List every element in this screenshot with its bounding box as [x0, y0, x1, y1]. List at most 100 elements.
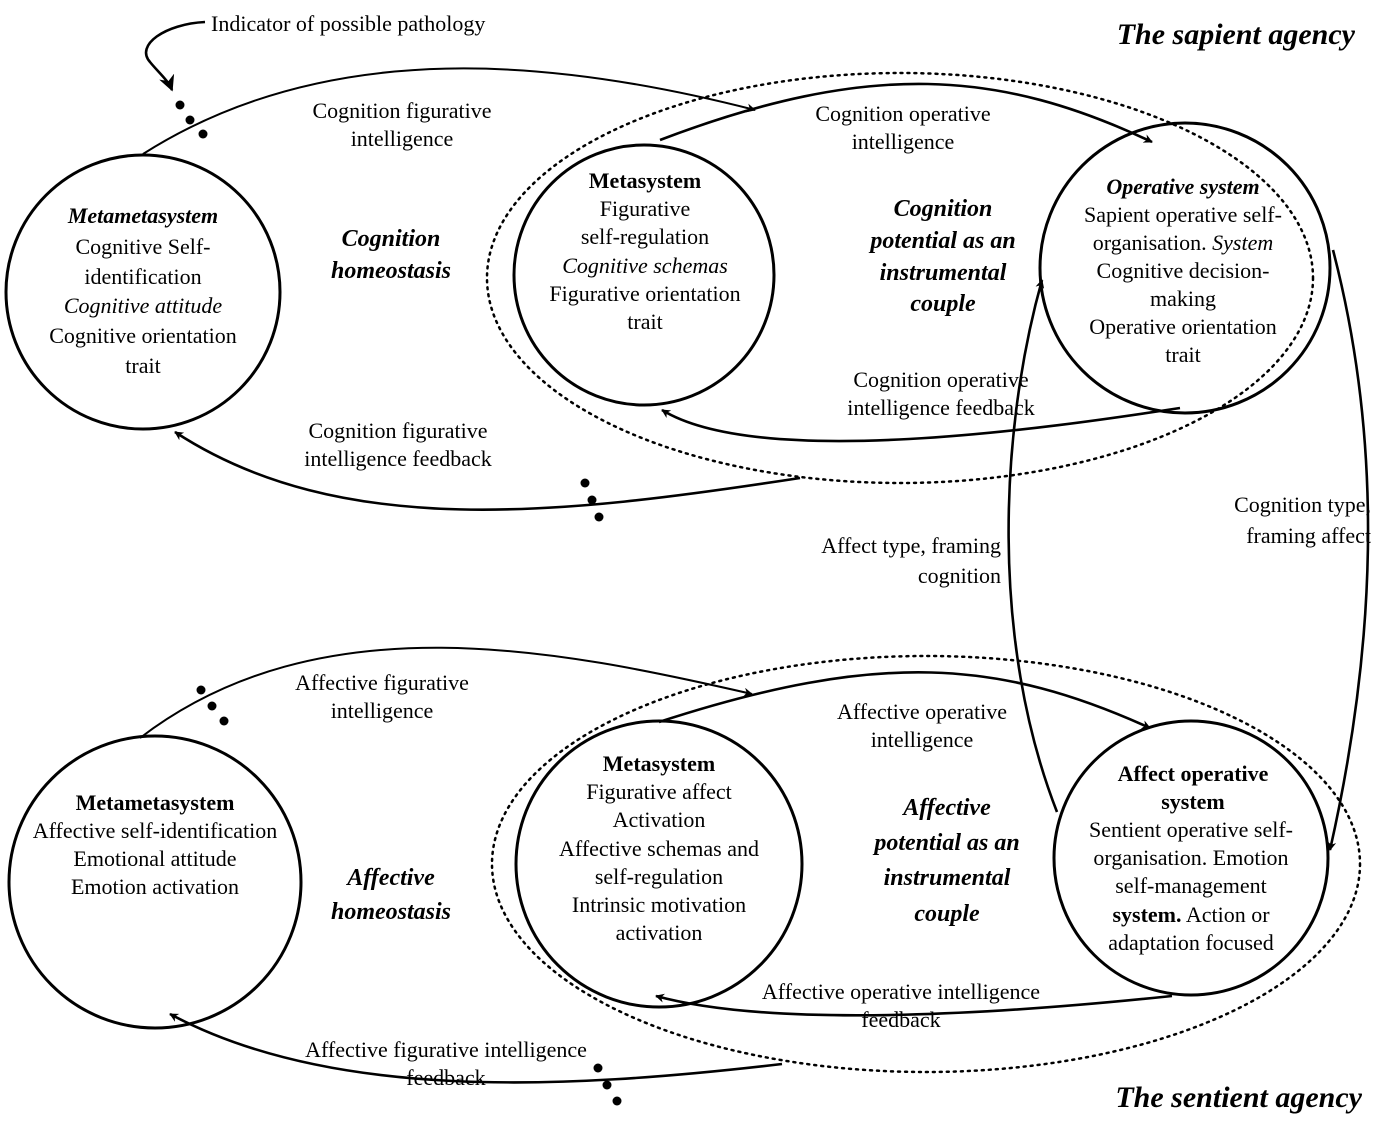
sapient-operative-system-text: Operative system Sapient operative self-…: [1084, 174, 1282, 367]
svg-text:feedback: feedback: [406, 1065, 485, 1090]
sentient-operative-feedback-arrow: [655, 993, 1173, 1017]
svg-text:cognition: cognition: [918, 563, 1001, 588]
sentient-figurative-feedback-arrow: [169, 1012, 783, 1084]
svg-text:intelligence: intelligence: [351, 126, 454, 151]
affective-figurative-intelligence-label: Affective figurative intelligence: [295, 670, 469, 723]
svg-text:trait: trait: [1165, 342, 1200, 367]
affective-operative-feedback-label: Affective operative intelligence feedbac…: [762, 979, 1040, 1032]
sentient-operative-system-text: Affect operative system Sentient operati…: [1089, 761, 1293, 955]
pathology-dot: [175, 100, 185, 110]
pathology-dot: [580, 478, 590, 488]
svg-text:intelligence feedback: intelligence feedback: [304, 446, 492, 471]
svg-text:Cognition operative: Cognition operative: [815, 101, 990, 126]
cognition-type-label: Cognition type, framing affect: [1234, 492, 1371, 548]
svg-text:homeostasis: homeostasis: [331, 258, 451, 284]
sapient-metasystem-text: Metasystem Figurative self-regulation Co…: [549, 168, 740, 334]
indicator-label: Indicator of possible pathology: [211, 11, 485, 36]
affective-figurative-feedback-label: Affective figurative intelligence feedba…: [305, 1037, 587, 1090]
svg-text:making: making: [1150, 286, 1216, 311]
svg-text:organisation. System: organisation. System: [1093, 230, 1273, 255]
svg-text:Metametasystem: Metametasystem: [67, 203, 218, 228]
svg-text:Affective figurative intellige: Affective figurative intelligence: [305, 1037, 587, 1062]
sentient-metametasystem-text: Metametasystem Affective self-identifica…: [33, 790, 278, 899]
pathology-dot: [219, 716, 229, 726]
svg-text:Cognitive decision-: Cognitive decision-: [1097, 258, 1270, 283]
affective-homeostasis-label: Affective homeostasis: [331, 865, 451, 925]
svg-text:couple: couple: [910, 291, 976, 317]
sapient-couple-ellipse: [485, 71, 1315, 485]
svg-text:Cognition: Cognition: [342, 226, 441, 252]
svg-text:Operative orientation: Operative orientation: [1089, 314, 1277, 339]
svg-text:Sentient operative self-: Sentient operative self-: [1089, 817, 1293, 842]
sentient-operative-system-circle: [1052, 719, 1330, 997]
sapient-metasystem-circle: [512, 143, 776, 407]
sentient-metasystem-text: Metasystem Figurative affect Activation …: [559, 751, 759, 945]
svg-text:Metametasystem: Metametasystem: [76, 790, 235, 815]
svg-text:Operative system: Operative system: [1106, 174, 1259, 199]
svg-text:potential as an: potential as an: [872, 830, 1019, 856]
sapient-metametasystem-circle: [4, 153, 282, 431]
svg-text:Affective operative intelligen: Affective operative intelligence: [762, 979, 1040, 1004]
sentient-couple-ellipse: [490, 654, 1362, 1074]
pathology-dot: [198, 129, 208, 139]
sapient-figurative-feedback-arrow: [174, 430, 801, 511]
svg-text:Emotional attitude: Emotional attitude: [73, 846, 236, 871]
sapient-operative-system-circle: [1038, 121, 1332, 415]
svg-text:self-regulation: self-regulation: [595, 864, 723, 889]
svg-text:Affective: Affective: [901, 795, 991, 821]
sentient-agency-title: The sentient agency: [1115, 1081, 1362, 1114]
pathology-dot: [196, 685, 206, 695]
affect-type-arrow: [1007, 279, 1059, 813]
svg-text:intelligence: intelligence: [331, 698, 434, 723]
svg-text:identification: identification: [84, 264, 201, 289]
svg-text:intelligence: intelligence: [852, 129, 955, 154]
pathology-dot: [185, 115, 195, 125]
sapient-operative-feedback-arrow: [661, 406, 1181, 443]
svg-text:Affective self-identification: Affective self-identification: [33, 818, 278, 843]
svg-text:system: system: [1161, 789, 1225, 814]
sapient-metametasystem-text: Metametasystem Cognitive Self- identific…: [49, 203, 237, 378]
svg-text:Emotion activation: Emotion activation: [71, 874, 239, 899]
affective-operative-intelligence-label: Affective operative intelligence: [837, 699, 1007, 752]
svg-text:Metasystem: Metasystem: [589, 168, 701, 193]
svg-text:activation: activation: [616, 920, 703, 945]
cognition-figurative-feedback-label: Cognition figurative intelligence feedba…: [304, 418, 492, 471]
svg-text:trait: trait: [125, 353, 160, 378]
sentient-operative-intelligence-arrow: [658, 671, 1151, 730]
svg-text:self-regulation: self-regulation: [581, 224, 709, 249]
svg-text:adaptation focused: adaptation focused: [1108, 930, 1274, 955]
cognition-operative-feedback-label: Cognition operative intelligence feedbac…: [847, 367, 1035, 420]
svg-text:Cognitive schemas: Cognitive schemas: [562, 253, 728, 278]
svg-text:Cognition operative: Cognition operative: [853, 367, 1028, 392]
svg-text:intelligence: intelligence: [871, 727, 974, 752]
svg-text:system. Action or: system. Action or: [1112, 902, 1270, 927]
pathology-dot: [207, 701, 217, 711]
cognition-figurative-intelligence-label: Cognition figurative intelligence: [312, 98, 491, 151]
sapient-figurative-intelligence-arrow: [142, 67, 756, 155]
svg-text:Activation: Activation: [613, 807, 706, 832]
cognition-homeostasis-label: Cognition homeostasis: [331, 226, 451, 284]
affective-couple-label: Affective potential as an instrumental c…: [872, 795, 1019, 927]
sapient-agency-title: The sapient agency: [1117, 18, 1356, 51]
pathology-dot: [612, 1096, 622, 1106]
svg-text:Sapient operative self-: Sapient operative self-: [1084, 202, 1282, 227]
svg-text:Figurative: Figurative: [600, 196, 690, 221]
svg-text:self-management: self-management: [1115, 873, 1267, 898]
svg-text:Figurative orientation: Figurative orientation: [549, 281, 740, 306]
cognition-type-arrow: [1327, 249, 1370, 851]
svg-text:instrumental: instrumental: [880, 260, 1007, 286]
svg-text:Intrinsic motivation: Intrinsic motivation: [572, 892, 746, 917]
svg-text:framing affect: framing affect: [1246, 523, 1371, 548]
pathology-dot: [602, 1080, 612, 1090]
sapient-operative-intelligence-arrow: [659, 82, 1153, 144]
svg-text:homeostasis: homeostasis: [331, 899, 451, 925]
svg-text:feedback: feedback: [861, 1007, 940, 1032]
svg-text:couple: couple: [914, 901, 980, 927]
svg-text:Figurative affect: Figurative affect: [586, 779, 732, 804]
svg-text:Cognition figurative: Cognition figurative: [312, 98, 491, 123]
svg-text:Cognitive orientation: Cognitive orientation: [49, 323, 237, 348]
svg-text:potential as an: potential as an: [868, 228, 1015, 254]
svg-text:organisation. Emotion: organisation. Emotion: [1093, 845, 1288, 870]
indicator-arrow: [144, 20, 206, 92]
